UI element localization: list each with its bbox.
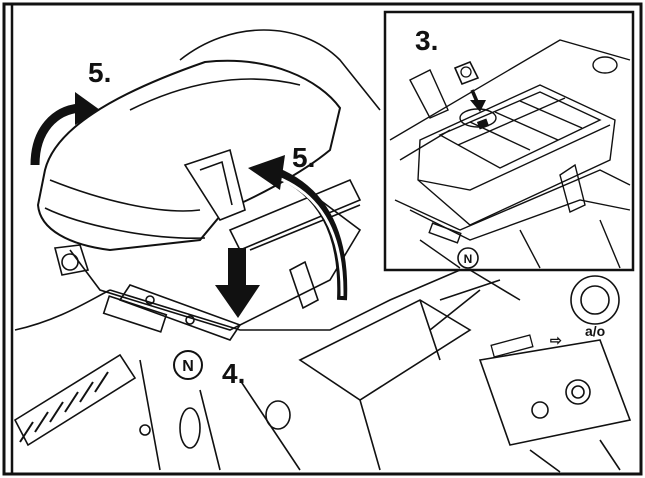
inset-frame (383, 10, 635, 272)
cover-hinge-tab (183, 148, 246, 221)
inset-bracket (409, 199, 631, 241)
neutral-symbol-inset: N (464, 252, 473, 266)
lid-rotate-arrow (30, 103, 81, 166)
inset-tank-base (394, 169, 631, 231)
step-label-cap: 3. (415, 25, 438, 56)
swing-arrow-inner (275, 175, 344, 297)
inset-filler-hole (476, 118, 490, 130)
inset-top-right-knob (592, 56, 618, 74)
lid-rotate-arrowhead (75, 92, 100, 125)
bolt-hole-2 (179, 407, 201, 449)
panel-lines (429, 269, 521, 331)
tank-base (69, 199, 362, 331)
panel-arrow-glyph: ⇨ (550, 332, 562, 348)
filler-nozzle (53, 244, 90, 276)
step-label-press: 4. (222, 358, 245, 389)
inset-view: N 3. (383, 10, 635, 272)
chassis-left-edge (14, 289, 111, 331)
inset-rail-2 (399, 129, 451, 161)
neutral-badge-main: N (173, 350, 203, 380)
panel-dial-inner (580, 285, 610, 315)
filler-cap (61, 253, 79, 271)
panel-bolt-1-inner (571, 385, 585, 399)
press-arrow-shaft (228, 248, 246, 288)
inset-slot (428, 222, 462, 244)
inset-tank-front (417, 124, 611, 191)
panel-bolt-1 (565, 379, 591, 405)
tank-screw-1 (185, 315, 195, 325)
neutral-symbol-main: N (182, 358, 194, 375)
swing-arrowhead (248, 155, 285, 190)
inset-latch (559, 163, 586, 213)
inset-tank-grid-2 (494, 111, 559, 141)
cover-lid-edge (44, 207, 206, 239)
cover-lid-top (129, 78, 301, 111)
inset-lower-plate (419, 219, 621, 269)
tank-rail-2 (249, 204, 361, 251)
main-view (13, 29, 632, 473)
cover-lid[interactable] (36, 59, 342, 252)
inset-clip (409, 69, 449, 119)
arrows (30, 92, 348, 318)
panel-box (478, 339, 632, 446)
step-label-swing: 5. (292, 142, 315, 173)
panel-dial (570, 275, 620, 325)
tank-screw-2 (145, 295, 155, 305)
clip-latch (289, 260, 319, 310)
panel-indicator-symbol: a/o (585, 323, 605, 339)
chassis-top-curve (179, 29, 381, 111)
chassis-lower-shape (109, 269, 461, 331)
inset-tank-grid-3 (519, 100, 583, 129)
inset-cap[interactable] (453, 60, 480, 86)
inset-tank-grid-4 (457, 97, 566, 146)
handle-grip-ribs (19, 371, 109, 443)
bolt-hole-1 (265, 400, 291, 430)
cover-lid-ridge (49, 179, 201, 212)
step-label-lid: 5. (88, 57, 111, 88)
inset-tank-top (438, 91, 602, 169)
tank-slot (102, 295, 168, 333)
panel-symbols: ⇨ a/o (490, 323, 605, 358)
bolt-hole-3 (139, 424, 151, 436)
neutral-badge-inset: N (457, 247, 479, 269)
press-arrowhead (215, 285, 260, 318)
frame-beam (298, 299, 472, 401)
panel-bolt-2 (531, 401, 549, 419)
tank-bracket (118, 284, 242, 341)
inset-arrowhead (470, 100, 486, 112)
panel-rib (529, 439, 621, 473)
cover-hinge-tab-inner (199, 160, 233, 206)
